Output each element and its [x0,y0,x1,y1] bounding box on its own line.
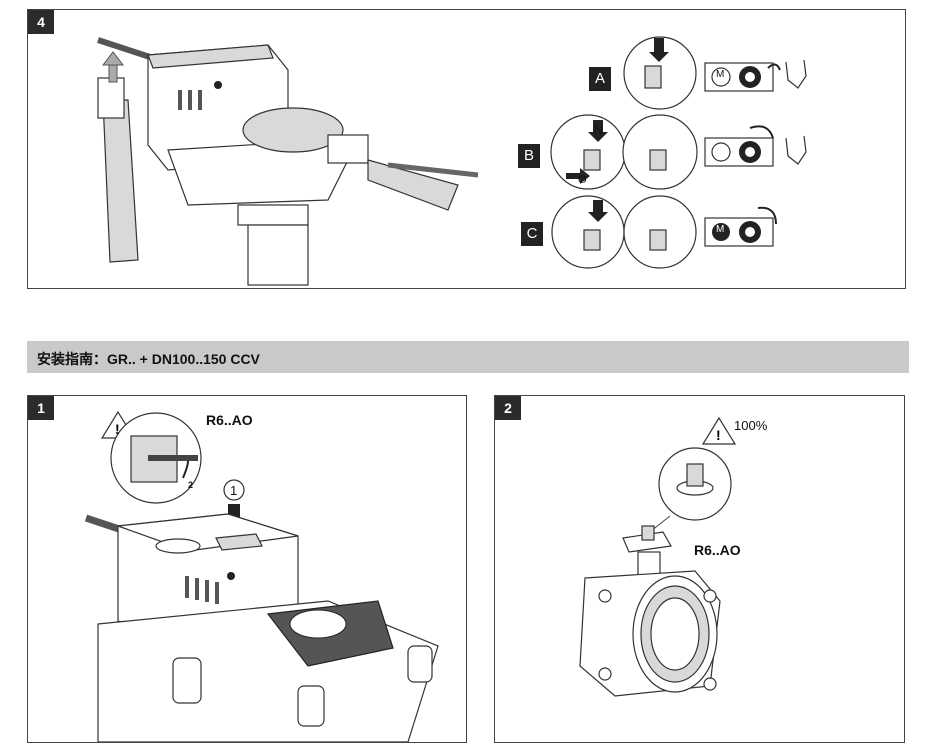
dial-auto-label: M [716,224,725,235]
step-number: 2 [495,396,521,420]
n-label: N [594,123,603,137]
arrow-down-icon [588,200,608,222]
warning-icon [701,416,737,445]
step-number: 4 [28,10,54,34]
hand-icon [785,135,807,165]
panel1-illustration: ! [84,410,439,742]
connector [327,134,369,164]
curved-arrow-icon [749,125,774,139]
model-label: R6..AO [694,542,741,558]
mode-diagrams [550,36,807,269]
curved-arrow-icon [767,63,781,71]
svg-text:!: ! [115,421,120,437]
o-label: O [578,172,587,186]
hand-icon [785,59,807,89]
mode-b-letter: B [518,144,540,168]
plug [367,159,459,211]
panel-1: 1 ! R6..AO 1 2 [27,395,467,743]
section-banner: 安装指南：GR.. + DN100..150 CCV [27,341,909,373]
panel2-illustration: ! [579,416,737,697]
cable [97,37,154,61]
panel-2: 2 ! 100% R6..AO [494,395,905,743]
percent-label: 100% [734,418,768,433]
actuator-illustration [97,37,479,286]
arrow-down-icon [588,120,608,142]
dial-manual-label: M [716,69,725,80]
dial [242,107,344,153]
curved-arrow-icon [757,206,777,225]
rotation-number: 2 [188,480,194,490]
callout-number: 1 [230,483,238,498]
arrow-right-icon [566,168,590,184]
svg-text:!: ! [716,427,721,443]
top-panel: 4 A B C [27,9,906,289]
mode-c-letter: C [521,222,543,246]
arrow-down-icon [649,38,669,62]
model-label: R6..AO [206,412,253,428]
mode-a-letter: A [589,67,611,91]
curved-arrow-icon [182,460,189,479]
banner-title: 安装指南：GR.. + DN100..150 CCV [37,351,260,367]
callout-circle [223,479,245,501]
step-number: 1 [28,396,54,420]
arrow-up-icon [101,51,125,83]
